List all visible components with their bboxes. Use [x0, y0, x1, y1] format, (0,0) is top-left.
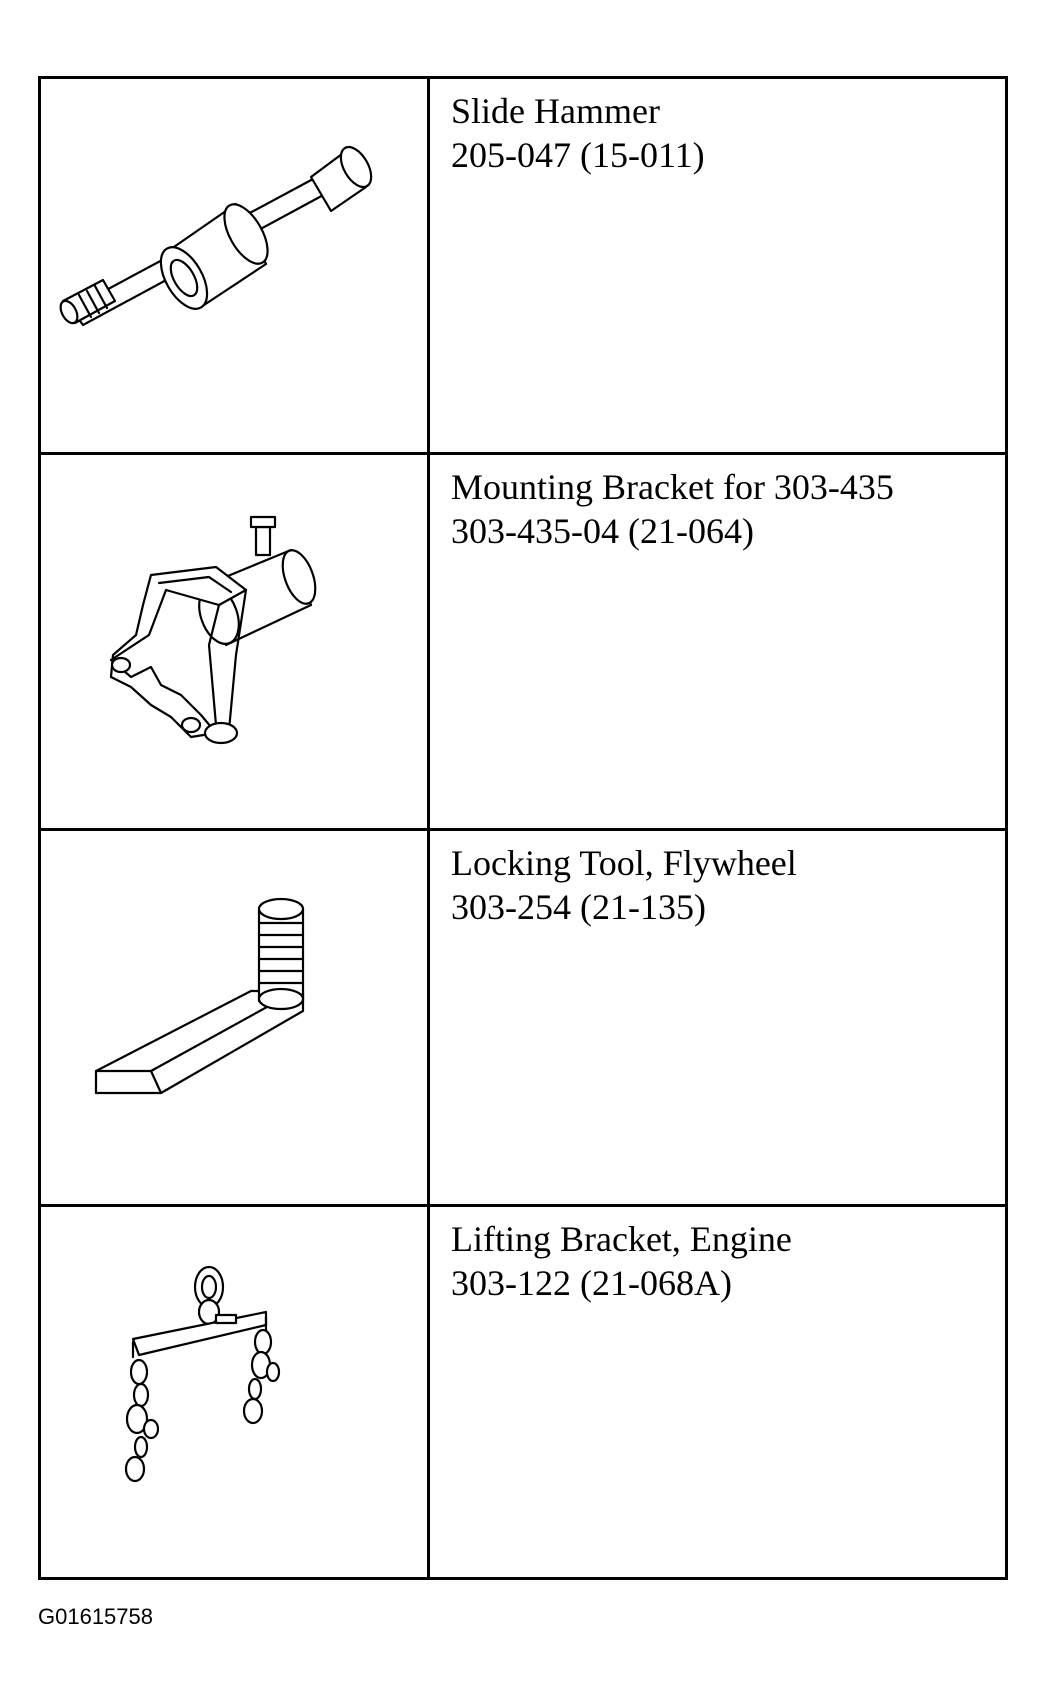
special-tools-table: Slide Hammer 205-047 (15-011): [38, 76, 1008, 1580]
tool-row-engine-lifting-bracket: Lifting Bracket, Engine 303-122 (21-068A…: [41, 1207, 1005, 1580]
flywheel-locking-tool-icon: [94, 897, 305, 1095]
tool-name: Mounting Bracket for 303-435: [451, 467, 894, 507]
illustration-cell: [41, 79, 430, 452]
tool-part-number: 205-047 (15-011): [451, 135, 705, 175]
tool-description: Slide Hammer 205-047 (15-011): [451, 89, 995, 177]
tool-row-mounting-bracket: Mounting Bracket for 303-435 303-435-04 …: [41, 455, 1005, 831]
tool-row-flywheel-locking-tool: Locking Tool, Flywheel 303-254 (21-135): [41, 831, 1005, 1207]
figure-code: G01615758: [38, 1604, 153, 1629]
tool-part-number: 303-122 (21-068A): [451, 1263, 732, 1303]
engine-lifting-bracket-icon: [124, 1265, 281, 1483]
illustration-cell: [41, 455, 430, 828]
tool-name: Locking Tool, Flywheel: [451, 843, 797, 883]
tool-part-number: 303-254 (21-135): [451, 887, 706, 927]
tool-part-number: 303-435-04 (21-064): [451, 511, 754, 551]
slide-hammer-icon: [59, 145, 373, 327]
tool-description: Lifting Bracket, Engine 303-122 (21-068A…: [451, 1217, 995, 1305]
illustration-cell: [41, 1207, 430, 1580]
tool-description: Locking Tool, Flywheel 303-254 (21-135): [451, 841, 995, 929]
mounting-bracket-icon: [109, 515, 317, 745]
tool-name: Lifting Bracket, Engine: [451, 1219, 792, 1259]
illustration-cell: [41, 831, 430, 1204]
tool-description: Mounting Bracket for 303-435 303-435-04 …: [451, 465, 995, 553]
tool-row-slide-hammer: Slide Hammer 205-047 (15-011): [41, 79, 1005, 455]
tool-name: Slide Hammer: [451, 91, 660, 131]
